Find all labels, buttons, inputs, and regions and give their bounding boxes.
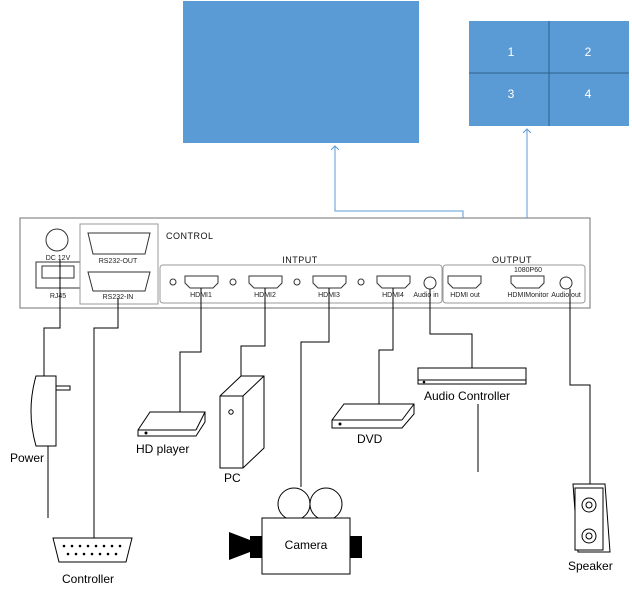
dc-jack bbox=[45, 228, 69, 252]
rs232-group bbox=[79, 223, 159, 305]
pc-icon bbox=[219, 375, 265, 469]
hdmi3-port bbox=[312, 275, 347, 289]
line-hdmi1-to-hd-player bbox=[179, 288, 202, 412]
line-hdmi2-to-pc bbox=[240, 288, 266, 376]
rs232-in-port bbox=[87, 271, 151, 292]
quadrant-4: 4 bbox=[585, 87, 592, 101]
control-label: CONTROL bbox=[166, 231, 214, 241]
speaker-label: Speaker bbox=[568, 559, 613, 573]
line-audio-out-to-speaker bbox=[569, 289, 591, 484]
hdmi-monitor-port bbox=[510, 275, 545, 289]
camera-label: Camera bbox=[285, 538, 328, 552]
dvd-label: DVD bbox=[357, 432, 383, 446]
power-adapter-icon bbox=[30, 375, 71, 447]
speaker-icon bbox=[572, 483, 611, 553]
line-hdmi4-to-dvd bbox=[378, 288, 394, 404]
controller-label: Controller bbox=[62, 572, 114, 586]
hdmi1-port bbox=[184, 275, 219, 289]
pc-label: PC bbox=[224, 471, 241, 485]
hdmi-out-port bbox=[447, 275, 482, 289]
quadrant-3: 3 bbox=[508, 87, 515, 101]
controller-icon bbox=[52, 537, 133, 563]
audio-out-label: Audio out bbox=[551, 292, 581, 299]
output-group bbox=[442, 264, 586, 304]
resolution-label: 1080P60 bbox=[514, 267, 542, 274]
line-rs232-to-controller bbox=[93, 298, 119, 538]
line-dc-to-power bbox=[43, 260, 61, 376]
hdmi2-port bbox=[248, 275, 283, 289]
audio-in-port bbox=[423, 276, 437, 290]
rs232-out-port bbox=[87, 232, 151, 255]
power-label: Power bbox=[10, 451, 44, 465]
audio-out-port bbox=[559, 276, 573, 290]
audio-controller-icon bbox=[417, 367, 527, 385]
quadrant-1: 1 bbox=[508, 45, 515, 59]
hd-player-icon bbox=[137, 411, 206, 437]
line-hdmi3-to-camera bbox=[300, 288, 330, 487]
hd-player-label: HD player bbox=[136, 442, 189, 456]
hdmi-monitor-label: HDMIMonitor bbox=[507, 292, 549, 299]
audio-controller-label: Audio Controller bbox=[424, 389, 510, 403]
hdmi-out-label: HDMI out bbox=[450, 292, 480, 299]
left-display-screen bbox=[183, 1, 419, 143]
input-group bbox=[159, 264, 443, 304]
audio-in-label: Audio in bbox=[413, 292, 438, 299]
camera-icon bbox=[229, 487, 362, 575]
hdmi4-port bbox=[376, 275, 411, 289]
dvd-icon bbox=[331, 403, 415, 429]
rj45-label: RJ45 bbox=[50, 293, 66, 300]
right-display-screen: 1 2 3 4 bbox=[469, 21, 629, 126]
line-audio-in-to-audio-controller bbox=[429, 289, 473, 368]
quadrant-2: 2 bbox=[585, 45, 592, 59]
output-label: OUTPUT bbox=[492, 255, 532, 265]
rs232-out-label: RS232-OUT bbox=[99, 258, 138, 265]
input-label: INTPUT bbox=[282, 255, 318, 265]
rs232-in-label: RS232-IN bbox=[103, 294, 134, 301]
dc-label: DC 12V bbox=[46, 255, 71, 262]
device-back-panel bbox=[19, 217, 591, 309]
